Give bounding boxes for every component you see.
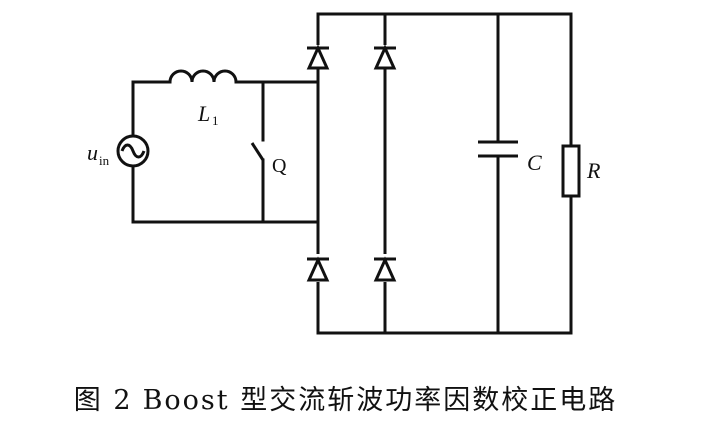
ac-source — [116, 134, 150, 168]
capacitor-label: C — [527, 150, 542, 175]
ac-source-loop-wires — [131, 80, 320, 224]
inductor-subscript: 1 — [212, 113, 219, 128]
figure-caption: 图 2 Boost 型交流斩波功率因数校正电路 — [0, 378, 701, 417]
source-subscript: in — [99, 153, 110, 168]
resistor-r — [561, 12, 581, 335]
capacitor-c — [478, 12, 518, 335]
source-label: u — [87, 140, 98, 165]
diode-bottom-right — [373, 254, 397, 282]
diode-bottom-left — [306, 254, 330, 282]
figure-number: 图 2 — [73, 385, 133, 416]
switch-q — [250, 80, 265, 224]
figure-title: Boost 型交流斩波功率因数校正电路 — [142, 385, 618, 416]
inductor-label: L — [197, 101, 210, 126]
switch-label: Q — [272, 155, 287, 177]
diode-top-right — [373, 44, 397, 70]
resistor-label: R — [586, 158, 601, 183]
inductor-l1 — [168, 69, 320, 84]
diode-top-left — [306, 44, 330, 70]
